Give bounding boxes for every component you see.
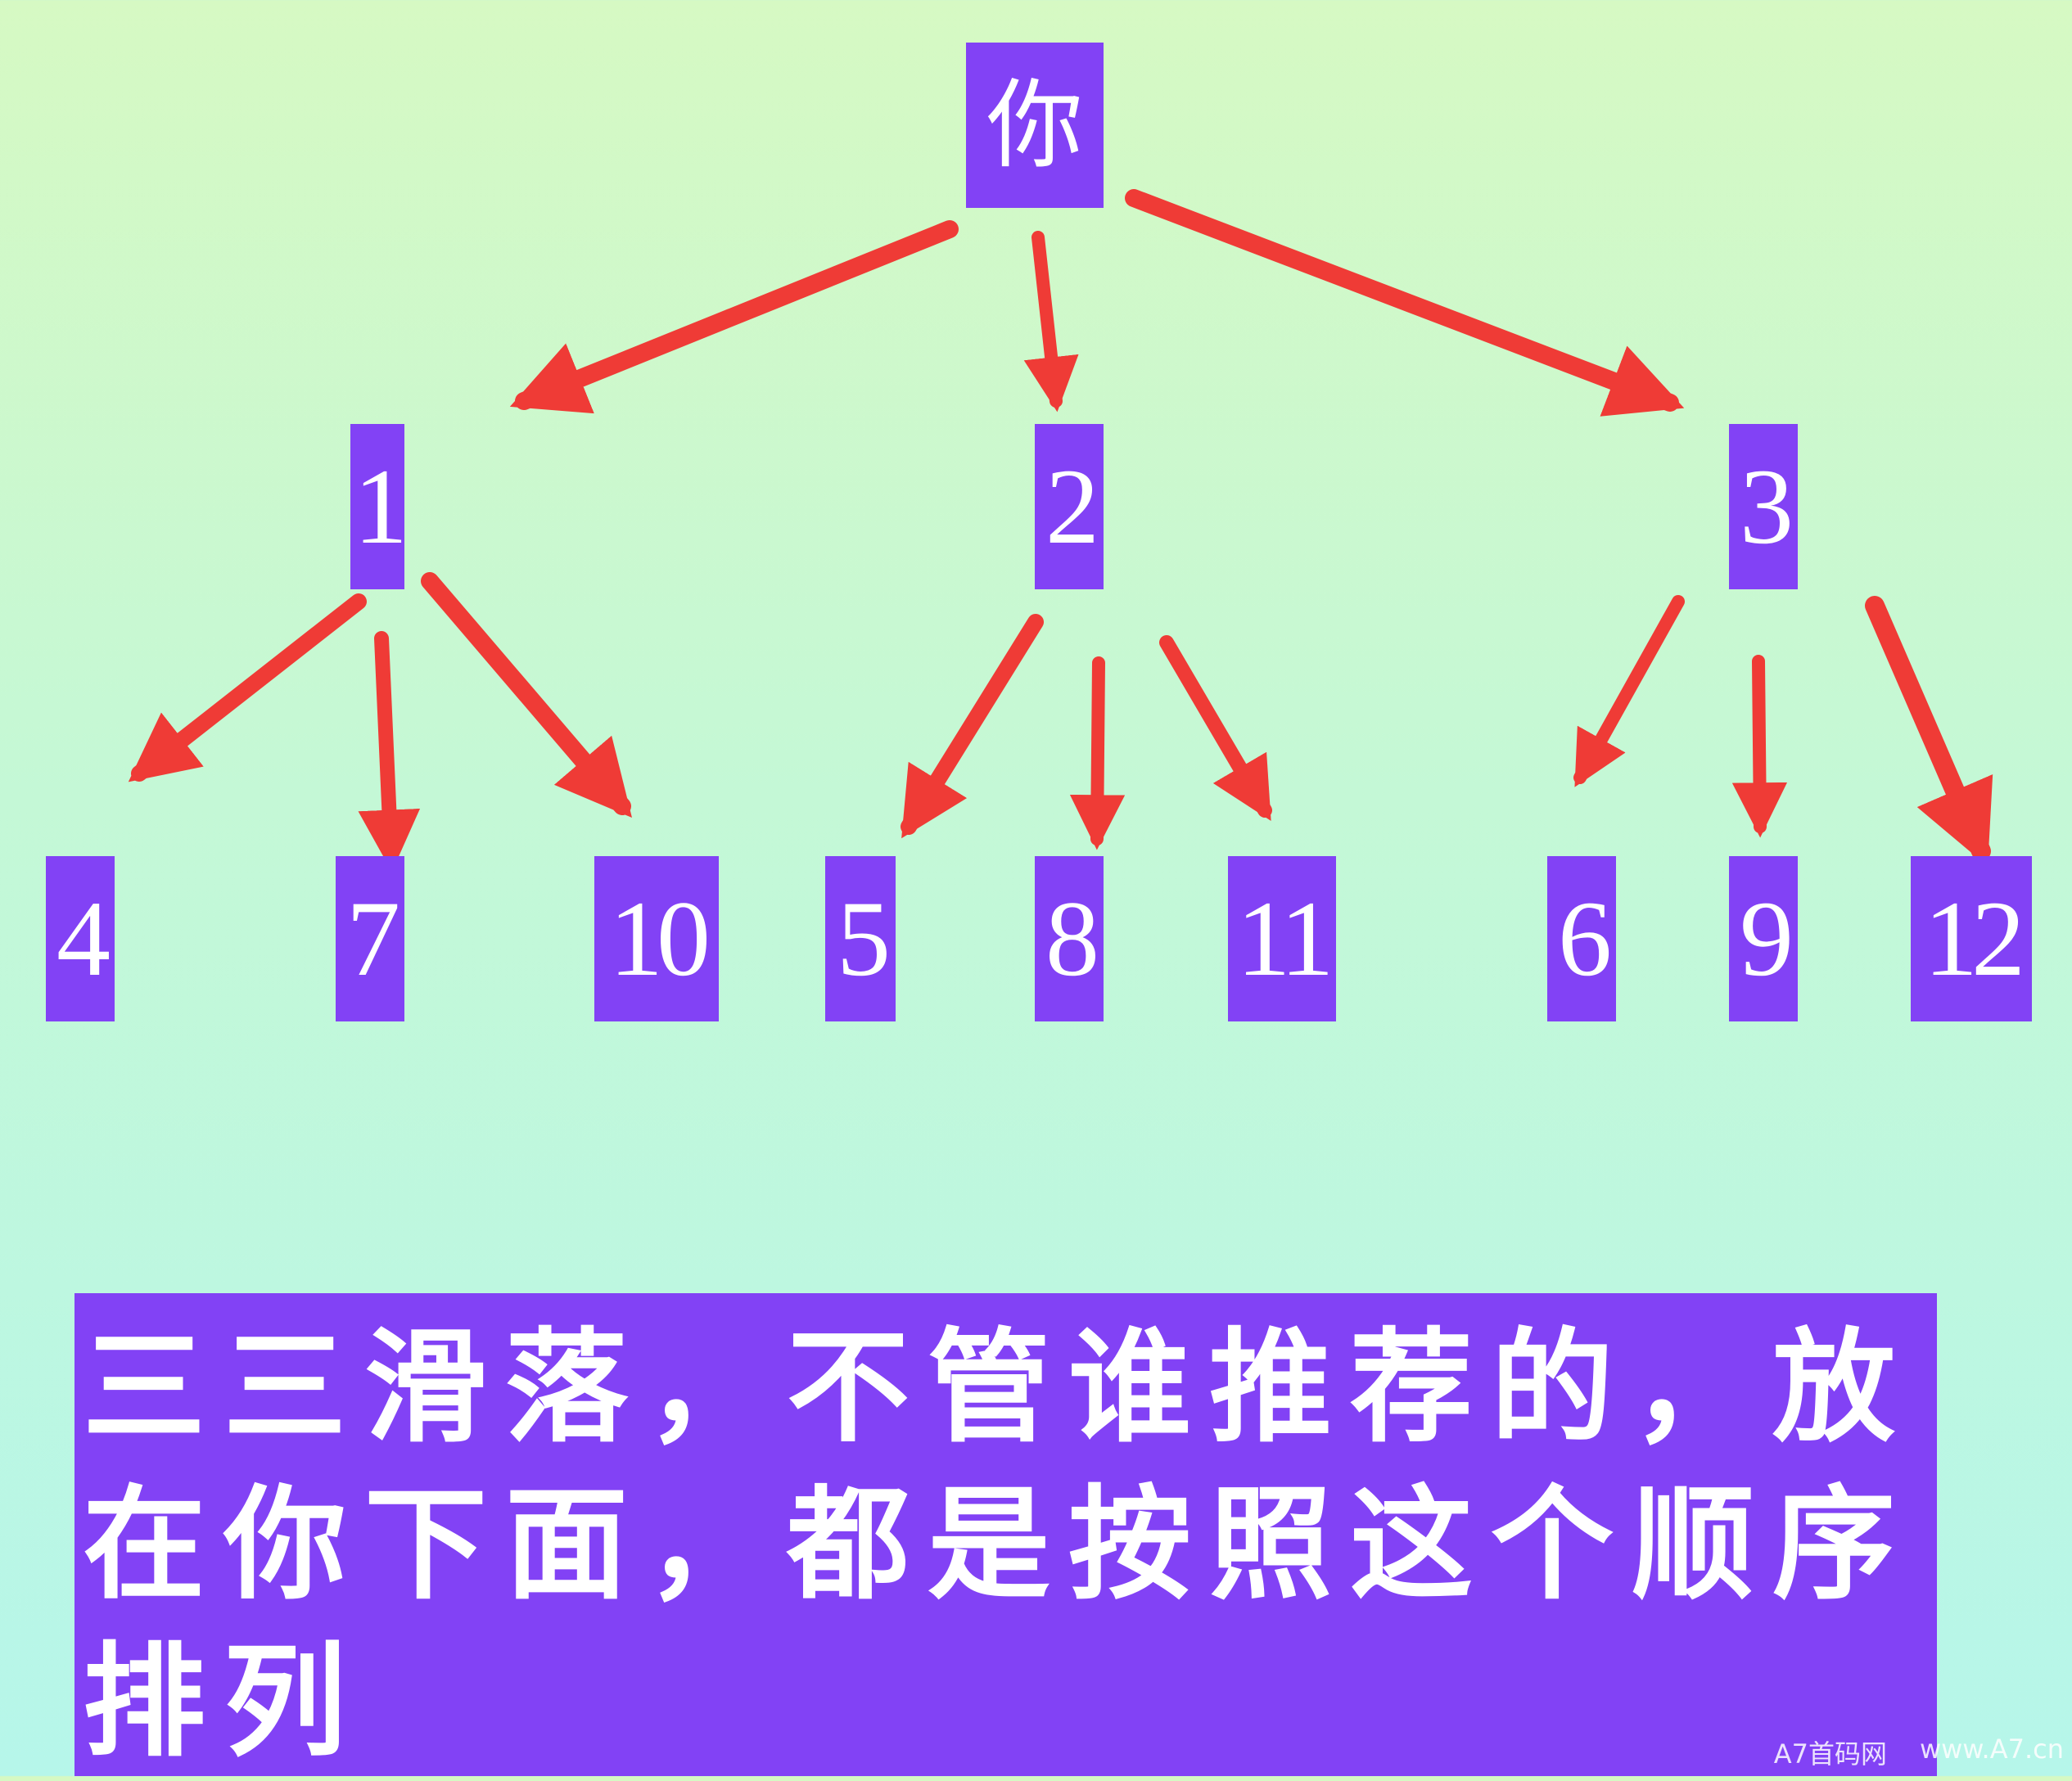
node-level2-8: 8 <box>1035 856 1104 1021</box>
caption-line: 排列 <box>83 1631 365 1774</box>
tree-diagram <box>128 189 1993 872</box>
arrow-2-to-5 <box>901 614 1044 839</box>
arrow-root-to-2 <box>1023 231 1079 413</box>
watermark: A7首码网 www.A7.cn <box>1774 1734 2064 1771</box>
arrow-1-to-10 <box>421 572 633 818</box>
caption-box: 三三滑落，不管谁推荐的，放 在你下面，都是按照这个顺序 排列 <box>74 1293 1937 1776</box>
node-level1-3: 3 <box>1729 424 1798 589</box>
arrow-1-to-4 <box>128 593 367 782</box>
caption-line: 三三滑落，不管谁推荐的，放 <box>83 1317 1914 1459</box>
arrow-3-to-9 <box>1731 655 1788 838</box>
watermark-site-url: www.A7.cn <box>1919 1734 2064 1765</box>
node-level2-7: 7 <box>336 856 404 1021</box>
arrow-2-to-8 <box>1069 656 1126 850</box>
arrow-3-to-12 <box>1865 596 1993 867</box>
node-level2-11: 11 <box>1228 856 1336 1021</box>
node-level2-4: 4 <box>46 856 115 1021</box>
arrow-root-to-3 <box>1125 189 1685 417</box>
node-root: 你 <box>966 43 1104 208</box>
watermark-site-name: A7首码网 <box>1773 1738 1887 1770</box>
arrow-edges <box>128 189 1993 872</box>
node-level1-1: 1 <box>350 424 408 589</box>
arrow-1-to-7 <box>358 631 421 872</box>
arrow-root-to-1 <box>509 220 959 414</box>
caption-line: 在你下面，都是按照这个顺序 <box>83 1474 1914 1616</box>
arrow-3-to-6 <box>1573 595 1685 787</box>
node-level2-12: 12 <box>1911 856 2032 1021</box>
node-level2-6: 6 <box>1547 856 1616 1021</box>
arrow-2-to-11 <box>1159 635 1272 822</box>
node-level2-9: 9 <box>1729 856 1798 1021</box>
node-level2-10: 10 <box>594 856 719 1021</box>
node-level2-5: 5 <box>825 856 896 1021</box>
node-level1-2: 2 <box>1035 424 1104 589</box>
